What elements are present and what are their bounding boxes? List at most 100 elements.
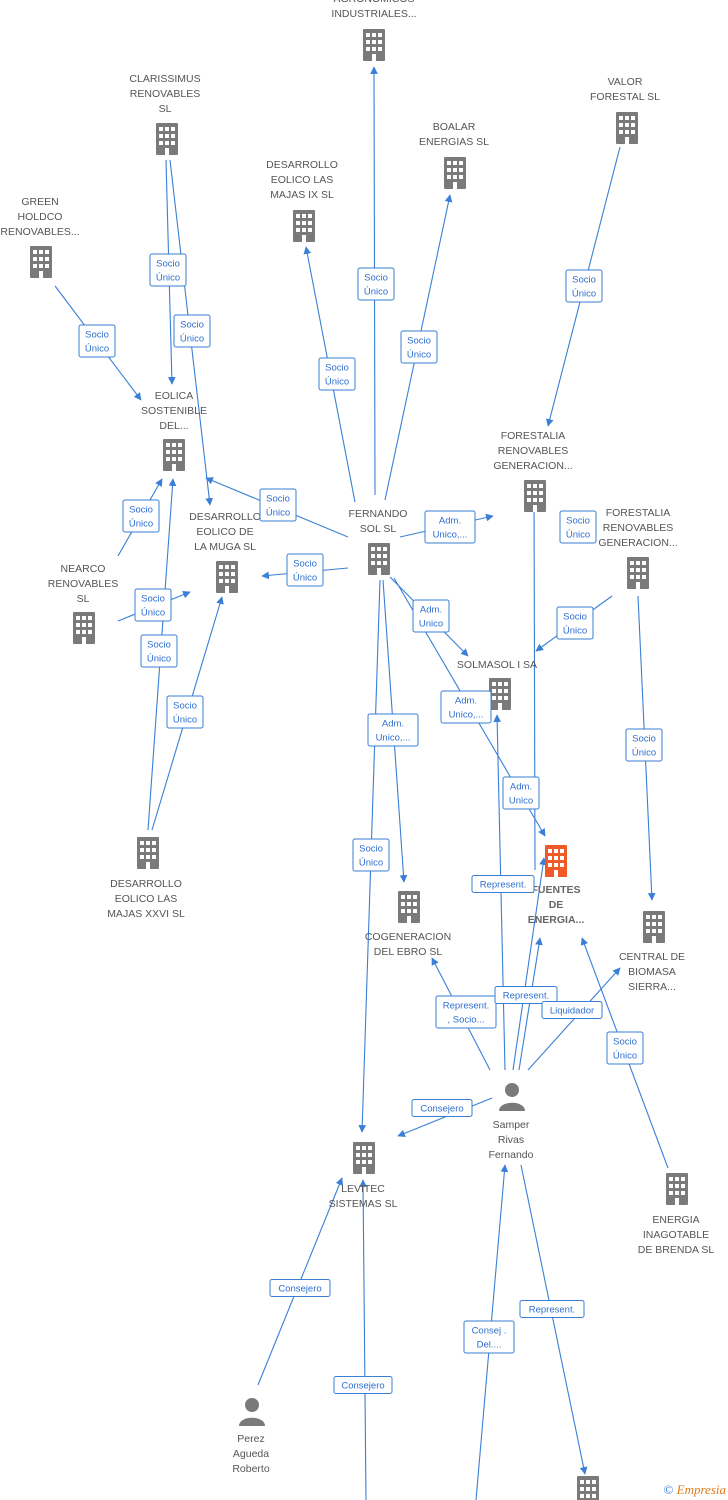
node-label-line: NEARCO bbox=[61, 563, 106, 575]
brand-logo[interactable]: Empresia bbox=[676, 1482, 726, 1497]
building-icon bbox=[368, 543, 390, 575]
node-label-line: RENOVABLES bbox=[498, 445, 568, 457]
node-label-line: AGRONOMICOS bbox=[333, 0, 414, 5]
node-label-line: VALOR bbox=[608, 76, 643, 88]
node-fuentes[interactable]: FUENTESDEENERGIA... bbox=[528, 845, 585, 926]
edge-line bbox=[512, 857, 547, 1071]
edge-label-box[interactable]: Adm.Unico bbox=[502, 776, 540, 810]
edge-label-text: Represent. bbox=[480, 880, 526, 891]
node-agronomicos[interactable]: AGRONOMICOSINDUSTRIALES... bbox=[331, 0, 417, 61]
node-label-line: SISTEMAS SL bbox=[329, 1198, 398, 1210]
node-label-line: BOALAR bbox=[433, 121, 476, 133]
edge-label-box[interactable]: Adm. Unico,... bbox=[424, 510, 476, 544]
edge-label-text: Unico,... bbox=[433, 530, 468, 541]
edge-label-text: Socio bbox=[572, 275, 596, 286]
node-bottom_company[interactable] bbox=[577, 1476, 599, 1500]
node-label-line: Samper bbox=[493, 1119, 530, 1131]
edge-label-text: Único bbox=[266, 508, 290, 519]
node-forestalia1[interactable]: FORESTALIARENOVABLESGENERACION... bbox=[493, 430, 573, 512]
node-label-line: DEL EBRO SL bbox=[374, 946, 443, 958]
edge-label-box[interactable]: Consejero bbox=[269, 1279, 331, 1297]
node-label-line: EOLICO LAS bbox=[271, 174, 333, 186]
edge-label-text: Adm. bbox=[439, 516, 461, 527]
edge-label-box[interactable]: Adm.Unico,... bbox=[440, 690, 492, 724]
edge-label-text: Represent. bbox=[529, 1305, 575, 1316]
node-forestalia2[interactable]: FORESTALIARENOVABLESGENERACION... bbox=[598, 507, 678, 589]
node-label-line: EOLICO DE bbox=[196, 526, 253, 538]
edge-line bbox=[359, 1179, 367, 1500]
node-label-line: BIOMASA bbox=[628, 966, 676, 978]
edge-label-text: Único bbox=[632, 748, 656, 759]
node-label-line: CLARISSIMUS bbox=[129, 73, 200, 85]
building-icon bbox=[398, 891, 420, 923]
edge-label-text: Consejero bbox=[420, 1104, 463, 1115]
edge-label-box[interactable]: Represent., Socio... bbox=[435, 995, 497, 1029]
edge-label-text: Socio bbox=[359, 844, 383, 855]
node-label-line: SOSTENIBLE bbox=[141, 405, 207, 417]
edge-label-box[interactable]: Liquidador bbox=[541, 1001, 603, 1019]
edge-label-text: Único bbox=[359, 858, 383, 869]
edge-label-box[interactable]: Consej .Del.... bbox=[463, 1320, 515, 1354]
edge-label-box[interactable]: Adm.Unico bbox=[412, 599, 450, 633]
edge-label-box[interactable]: Consejero bbox=[411, 1099, 473, 1117]
edge-label-text: Unico bbox=[509, 796, 533, 807]
edge-label-text: Único bbox=[407, 350, 431, 361]
node-label-line: LEVITEC bbox=[341, 1183, 385, 1195]
node-label-line: FERNANDO bbox=[349, 508, 408, 520]
edge-label-text: Represent. bbox=[503, 991, 549, 1002]
building-icon bbox=[137, 837, 159, 869]
edge-label-box[interactable]: Represent. bbox=[471, 875, 535, 893]
building-icon bbox=[489, 678, 511, 710]
node-label-line: FORESTALIA bbox=[501, 430, 566, 442]
node-label-line: ENERGIA... bbox=[528, 914, 585, 926]
building-icon bbox=[73, 612, 95, 644]
edge-label-text: Socio bbox=[325, 363, 349, 374]
building-icon bbox=[627, 557, 649, 589]
edge-label-box[interactable]: Represent. bbox=[519, 1300, 585, 1318]
node-levitec[interactable]: LEVITEC SISTEMAS SL bbox=[329, 1142, 398, 1210]
node-green[interactable]: GREENHOLDCORENOVABLES... bbox=[0, 196, 80, 278]
edge-label-box[interactable]: Consejero bbox=[333, 1376, 393, 1394]
building-icon bbox=[444, 157, 466, 189]
edge-label-box[interactable]: Represent. bbox=[494, 986, 558, 1004]
node-solmasol[interactable]: SOLMASOL I SA bbox=[457, 659, 537, 710]
edge-label-box[interactable]: Adm.Unico,... bbox=[367, 713, 419, 747]
node-label-line: SL bbox=[159, 103, 172, 115]
edge-label-text: Socio bbox=[129, 505, 153, 516]
node-eolica[interactable]: EOLICASOSTENIBLEDEL... bbox=[141, 390, 207, 471]
building-icon bbox=[363, 29, 385, 61]
node-central[interactable]: CENTRAL DEBIOMASASIERRA... bbox=[619, 911, 685, 993]
node-label-line: Agueda bbox=[233, 1448, 269, 1460]
edge-label-text: Socio bbox=[632, 734, 656, 745]
